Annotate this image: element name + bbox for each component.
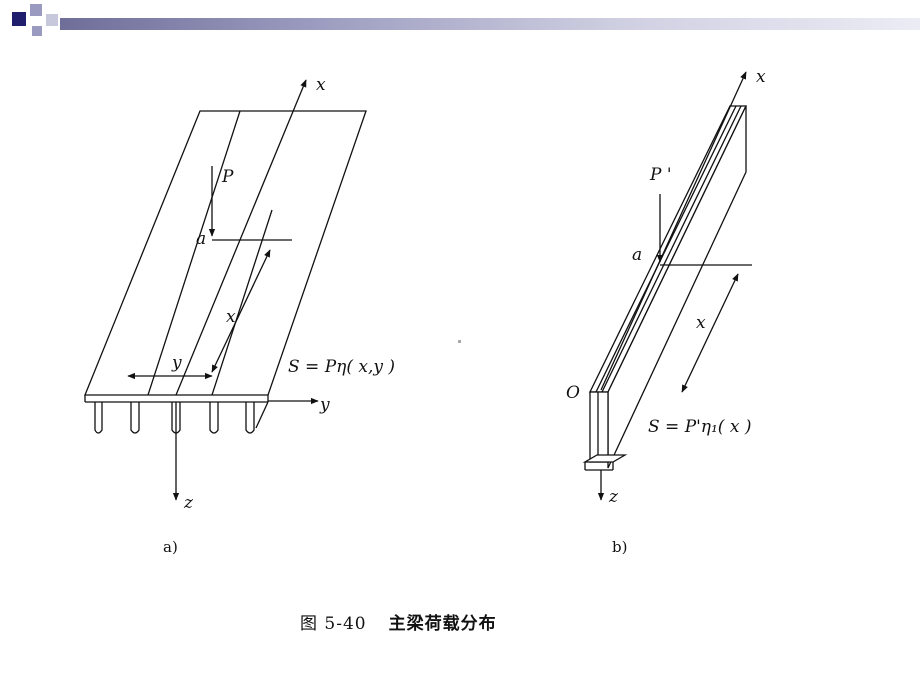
figure-b-labels: x z P ' a O x S = P'η₁( x ) b) bbox=[566, 67, 766, 556]
dim-x-label-a: x bbox=[226, 307, 236, 327]
point-label-a: a bbox=[196, 229, 206, 249]
axis-x-label-a: x bbox=[316, 75, 326, 95]
header-square-small bbox=[32, 26, 42, 36]
load-label-p: P bbox=[221, 167, 234, 187]
figure-caption: 图 5-40 主梁荷载分布 bbox=[300, 609, 560, 635]
point-label-a-b: a bbox=[632, 245, 642, 265]
axis-x-label-b: x bbox=[756, 67, 766, 87]
header-square-dark bbox=[12, 12, 26, 26]
beam-front bbox=[589, 391, 609, 463]
beam-side bbox=[607, 105, 747, 469]
dim-y-label-a: y bbox=[171, 353, 182, 373]
caption-title: 主梁荷载分布 bbox=[388, 614, 497, 634]
figure-a bbox=[84, 79, 367, 501]
sublabel-b: b) bbox=[612, 538, 627, 556]
load-label-p-prime: P ' bbox=[649, 165, 672, 185]
dim-x-b bbox=[681, 273, 739, 393]
header-gradient-bar bbox=[60, 18, 920, 30]
beam-base bbox=[582, 454, 628, 463]
dim-x-a bbox=[211, 249, 271, 373]
axis-z-label-b: z bbox=[608, 487, 619, 507]
figure-a-labels: x y z P a x y S = Pη( x,y ) a) bbox=[163, 75, 395, 556]
header-square-light bbox=[46, 14, 58, 26]
x-axis-a bbox=[175, 79, 307, 396]
beam-top bbox=[588, 105, 748, 393]
speck bbox=[458, 340, 461, 343]
girder-line-1 bbox=[147, 110, 241, 396]
header-decoration bbox=[0, 0, 920, 55]
figure-b bbox=[582, 71, 752, 501]
axis-z-label-a: z bbox=[183, 493, 194, 513]
formula-a: S = Pη( x,y ) bbox=[288, 357, 395, 377]
axis-y-label-a: y bbox=[319, 395, 330, 415]
formula-b: S = P'η₁( x ) bbox=[648, 417, 751, 437]
origin-label-o: O bbox=[566, 383, 580, 403]
sublabel-a: a) bbox=[163, 538, 178, 556]
caption-number: 图 5-40 bbox=[300, 614, 367, 634]
x-axis-b bbox=[600, 71, 747, 391]
dim-x-label-b: x bbox=[696, 313, 706, 333]
header-square-mid bbox=[30, 4, 42, 16]
girders bbox=[94, 395, 269, 434]
